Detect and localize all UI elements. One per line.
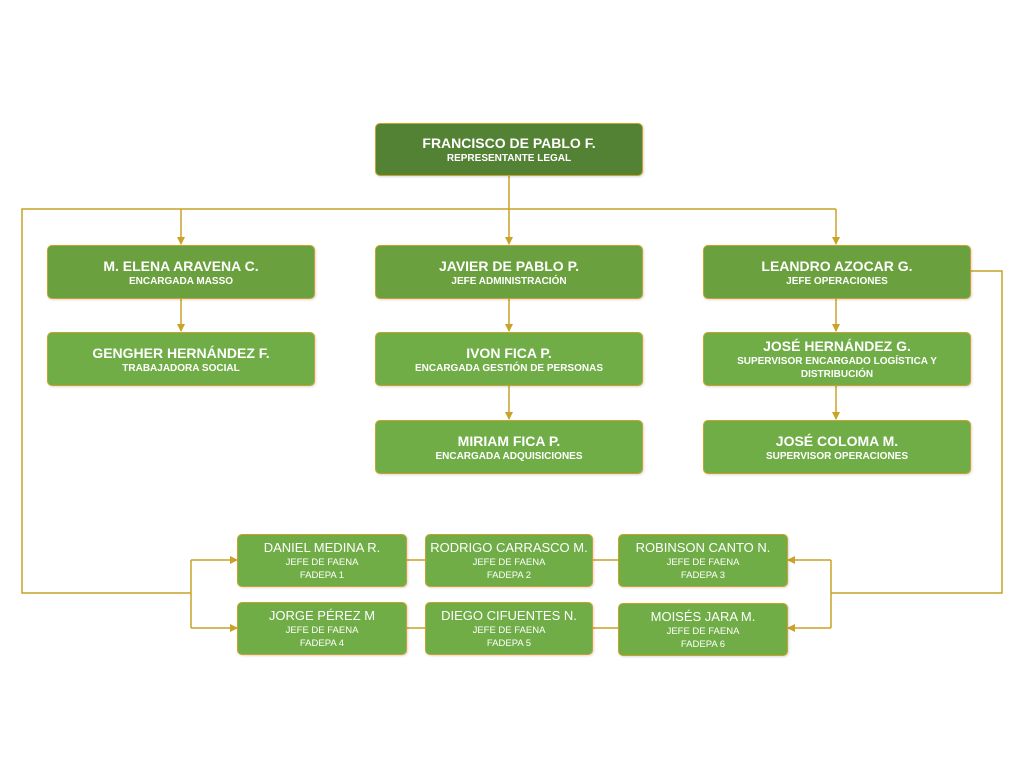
node-role: ENCARGADA GESTIÓN DE PERSONAS: [415, 362, 603, 374]
node-unit: FADEPA 3: [680, 569, 726, 581]
node-encargada-masso: M. ELENA ARAVENA C. ENCARGADA MASSO: [47, 245, 315, 299]
node-fadepa-3: ROBINSON CANTO N. JEFE DE FAENA FADEPA 3: [618, 534, 788, 587]
node-name: FRANCISCO DE PABLO F.: [422, 135, 596, 151]
node-name: MIRIAM FICA P.: [457, 432, 561, 449]
node-unit: FADEPA 6: [680, 638, 726, 650]
node-jefe-administracion: JAVIER DE PABLO P. JEFE ADMINISTRACIÓN: [375, 245, 643, 299]
node-role: SUPERVISOR OPERACIONES: [765, 450, 909, 462]
node-fadepa-2: RODRIGO CARRASCO M. JEFE DE FAENA FADEPA…: [425, 534, 593, 587]
node-role: JEFE OPERACIONES: [786, 275, 888, 287]
node-representante-legal: FRANCISCO DE PABLO F. REPRESENTANTE LEGA…: [375, 123, 643, 176]
node-name: MOISÉS JARA M.: [650, 608, 756, 624]
node-name: JAVIER DE PABLO P.: [438, 257, 580, 274]
node-name: GENGHER HERNÁNDEZ F.: [92, 344, 270, 361]
node-role: ENCARGADA ADQUISICIONES: [435, 450, 583, 462]
node-name: RODRIGO CARRASCO M.: [430, 539, 588, 555]
node-name: DANIEL MEDINA R.: [263, 539, 381, 555]
node-gestion-personas: IVON FICA P. ENCARGADA GESTIÓN DE PERSON…: [375, 332, 643, 386]
node-name: DIEGO CIFUENTES N.: [441, 607, 577, 623]
node-role: JEFE ADMINISTRACIÓN: [451, 275, 567, 287]
node-name: JOSÉ HERNÁNDEZ G.: [763, 338, 911, 354]
node-unit: FADEPA 1: [299, 569, 345, 581]
node-role: JEFE DE FAENA: [666, 556, 740, 568]
node-fadepa-5: DIEGO CIFUENTES N. JEFE DE FAENA FADEPA …: [425, 602, 593, 655]
node-role: ENCARGADA MASSO: [128, 275, 234, 287]
node-role: TRABAJADORA SOCIAL: [122, 362, 240, 374]
node-adquisiciones: MIRIAM FICA P. ENCARGADA ADQUISICIONES: [375, 420, 643, 474]
node-supervisor-operaciones: JOSÉ COLOMA M. SUPERVISOR OPERACIONES: [703, 420, 971, 474]
node-role: SUPERVISOR ENCARGADO LOGÍSTICA Y DISTRIB…: [737, 356, 937, 380]
node-trabajadora-social: GENGHER HERNÁNDEZ F. TRABAJADORA SOCIAL: [47, 332, 315, 386]
node-name: LEANDRO AZOCAR G.: [761, 257, 913, 274]
node-unit: FADEPA 4: [299, 637, 345, 649]
node-name: JORGE PÉREZ M: [268, 607, 376, 623]
node-name: M. ELENA ARAVENA C.: [103, 257, 259, 274]
node-fadepa-6: MOISÉS JARA M. JEFE DE FAENA FADEPA 6: [618, 603, 788, 656]
node-role: JEFE DE FAENA: [472, 556, 546, 568]
node-logistica-distribucion: JOSÉ HERNÁNDEZ G. SUPERVISOR ENCARGADO L…: [703, 332, 971, 386]
node-name: ROBINSON CANTO N.: [635, 539, 771, 555]
node-fadepa-1: DANIEL MEDINA R. JEFE DE FAENA FADEPA 1: [237, 534, 407, 587]
node-name: IVON FICA P.: [466, 344, 552, 361]
node-role: JEFE DE FAENA: [666, 625, 740, 637]
node-fadepa-4: JORGE PÉREZ M JEFE DE FAENA FADEPA 4: [237, 602, 407, 655]
node-unit: FADEPA 2: [486, 569, 532, 581]
node-role: JEFE DE FAENA: [285, 556, 359, 568]
node-role: JEFE DE FAENA: [285, 624, 359, 636]
node-role: REPRESENTANTE LEGAL: [446, 153, 572, 164]
node-role: JEFE DE FAENA: [472, 624, 546, 636]
node-unit: FADEPA 5: [486, 637, 532, 649]
node-jefe-operaciones: LEANDRO AZOCAR G. JEFE OPERACIONES: [703, 245, 971, 299]
node-name: JOSÉ COLOMA M.: [775, 432, 899, 449]
